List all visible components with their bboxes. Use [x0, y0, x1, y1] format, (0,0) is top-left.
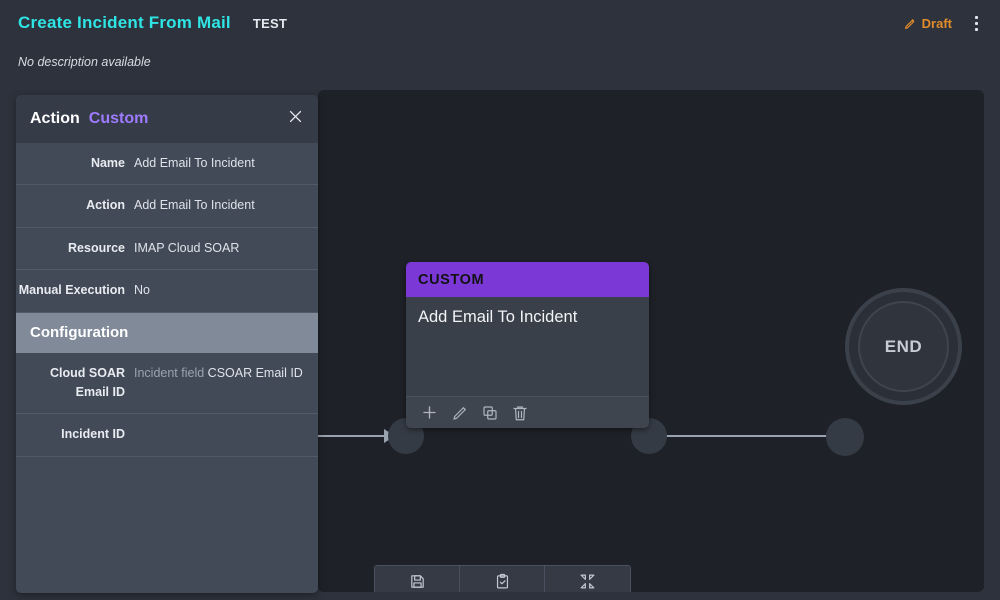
row-value: No — [134, 283, 150, 298]
row-value: Add Email To Incident — [134, 156, 255, 170]
workflow-tag: TEST — [252, 15, 288, 31]
panel-header: Action Custom — [16, 95, 318, 143]
add-icon[interactable] — [420, 403, 439, 422]
edge-incoming-line — [318, 435, 394, 437]
validate-button[interactable] — [460, 566, 545, 592]
edit-icon[interactable] — [451, 404, 469, 422]
node-title: Add Email To Incident — [418, 308, 578, 326]
panel-action-type: Custom — [88, 110, 149, 127]
canvas-toolbar — [374, 565, 631, 592]
table-row: Cloud SOAR Email ID Incident field CSOAR… — [16, 353, 318, 415]
row-key: Incident ID — [61, 427, 125, 442]
close-icon[interactable] — [287, 108, 304, 130]
row-value-field: CSOAR Email ID — [207, 365, 303, 380]
top-bar: Create Incident From Mail TEST Draft — [0, 0, 1000, 46]
edge-to-end-line — [658, 435, 842, 437]
table-row: Incident ID — [16, 414, 318, 457]
row-key: Name — [90, 156, 125, 170]
delete-icon[interactable] — [511, 404, 529, 422]
end-node-label: END — [858, 301, 949, 392]
workflow-description: No description available — [18, 55, 151, 69]
save-button[interactable] — [375, 566, 460, 592]
fit-to-screen-button[interactable] — [545, 566, 630, 592]
end-input-port[interactable] — [826, 418, 864, 456]
row-value: Incident field CSOAR Email ID — [134, 364, 303, 403]
status-badge-label: Draft — [921, 15, 952, 31]
table-row: Resource IMAP Cloud SOAR — [16, 228, 318, 271]
clipboard-check-icon — [494, 573, 511, 592]
node-toolbar — [406, 396, 649, 428]
table-row: Name Add Email To Incident — [16, 143, 318, 186]
more-vertical-icon[interactable] — [966, 12, 986, 34]
save-icon — [409, 573, 426, 592]
table-row: Action Add Email To Incident — [16, 185, 318, 228]
row-value-source: Incident field — [134, 365, 205, 380]
row-value: Add Email To Incident — [134, 198, 255, 213]
top-bar-actions: Draft — [904, 12, 1000, 34]
workflow-node-custom[interactable]: CUSTOM Add Email To Incident — [406, 262, 649, 428]
row-key: Cloud SOAR Email ID — [50, 365, 125, 399]
fit-to-screen-icon — [579, 573, 596, 592]
action-details-panel: Action Custom Name Add Email To Incident… — [16, 95, 318, 593]
configuration-section-title: Configuration — [30, 324, 129, 341]
row-key: Action — [86, 198, 125, 213]
table-row: Manual Execution No — [16, 270, 318, 313]
duplicate-icon[interactable] — [481, 404, 499, 422]
page-title: Create Incident From Mail — [18, 13, 231, 32]
status-badge[interactable]: Draft — [904, 16, 952, 31]
configuration-section-header: Configuration — [16, 312, 318, 353]
node-type-label: CUSTOM — [406, 262, 649, 297]
workflow-node-end[interactable]: END — [845, 288, 962, 405]
workflow-canvas[interactable]: CUSTOM Add Email To Incident — [318, 90, 984, 592]
row-key: Manual Execution — [18, 283, 125, 298]
panel-title: Action — [30, 110, 80, 127]
pencil-icon — [904, 17, 917, 30]
row-value: IMAP Cloud SOAR — [134, 240, 240, 255]
row-key: Resource — [68, 240, 125, 255]
